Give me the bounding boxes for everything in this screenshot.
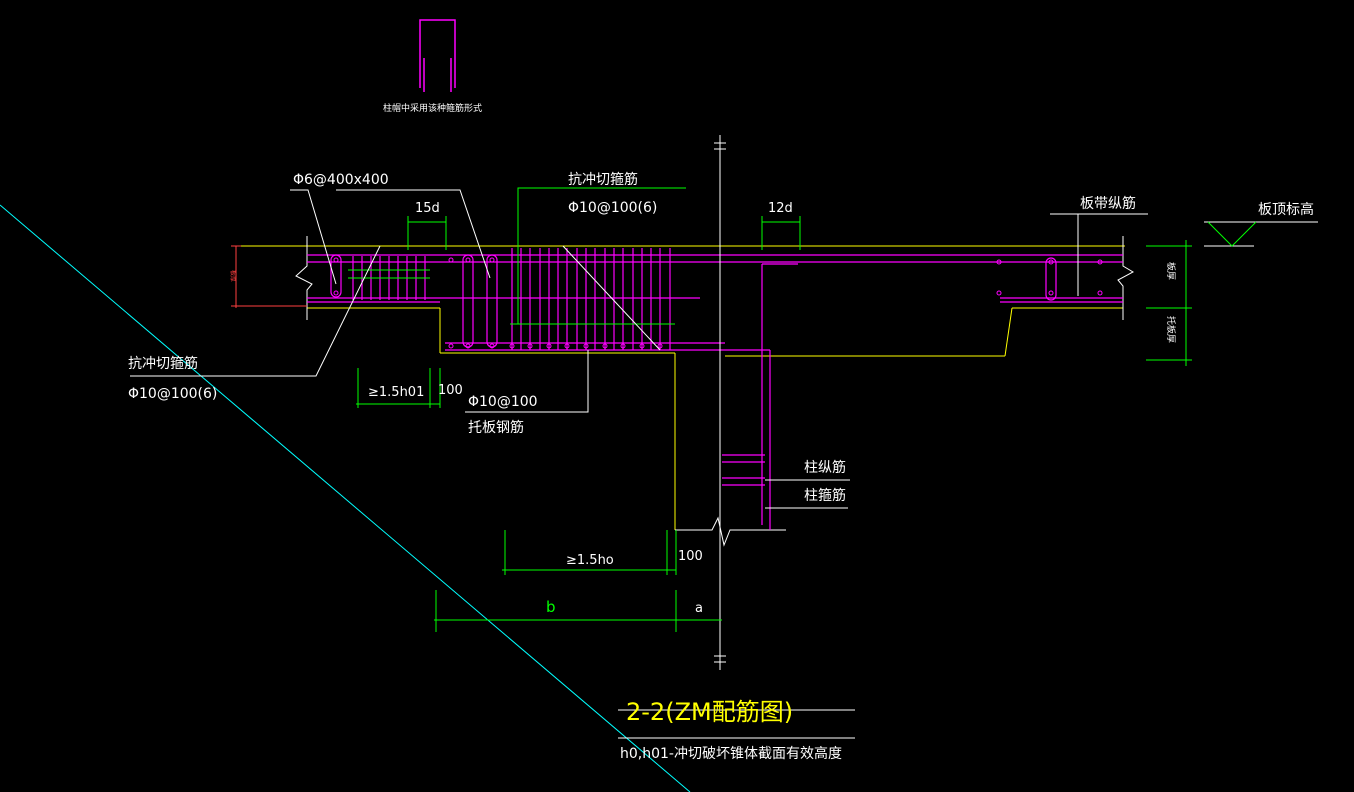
stirrup-form-icon bbox=[419, 19, 456, 92]
slab-thickness-label: 板厚 bbox=[1165, 262, 1177, 280]
dim-15ho-label: ≥1.5ho bbox=[566, 553, 614, 568]
center-line bbox=[714, 135, 726, 670]
top-note-label: 柱帽中采用该种箍筋形式 bbox=[383, 102, 482, 114]
drop-bar-spec-label: Φ10@100 bbox=[468, 394, 538, 410]
drop-bar-name-label: 托板钢筋 bbox=[468, 419, 524, 436]
diagonal-reference-line bbox=[0, 204, 691, 792]
left-break-line-icon bbox=[295, 236, 313, 320]
stirrup-ticks bbox=[348, 269, 675, 325]
col-long-bar-label: 柱纵筋 bbox=[804, 459, 846, 476]
drawing-title: 2-2(ZM配筋图) bbox=[626, 698, 793, 726]
drawing-subtitle: h0,h01-冲切破坏锥体截面有效高度 bbox=[620, 745, 842, 762]
left-small-dim-label: 板厚 bbox=[229, 270, 237, 282]
concrete-outline bbox=[234, 245, 1125, 530]
slab-top-elev-label: 板顶标高 bbox=[1258, 201, 1314, 218]
dim-12d-label: 12d bbox=[768, 201, 793, 216]
triangle-elevation-icon bbox=[1207, 221, 1257, 247]
col-stirrup-label: 柱箍筋 bbox=[804, 487, 846, 504]
stirrup-left-label: Φ6@400x400 bbox=[293, 172, 389, 188]
punch-top-spec: Φ10@100(6) bbox=[568, 200, 657, 216]
dim-100-top-label: 100 bbox=[438, 383, 463, 398]
punch-left-spec: Φ10@100(6) bbox=[128, 386, 217, 402]
dim-15d-label: 15d bbox=[415, 201, 440, 216]
dim-b-label: b bbox=[546, 598, 556, 616]
right-break-line-icon bbox=[1117, 236, 1135, 320]
rebar-layout bbox=[307, 248, 1123, 530]
dim-15h01-label: ≥1.5h01 bbox=[368, 385, 424, 400]
leader-lines bbox=[130, 189, 1318, 739]
slab-band-bar-label: 板带纵筋 bbox=[1080, 195, 1136, 212]
dimension-lines bbox=[356, 187, 1257, 632]
dim-100-bottom-label: 100 bbox=[678, 549, 703, 564]
dim-a-label: a bbox=[695, 601, 703, 616]
rebar-dots bbox=[333, 257, 1103, 349]
drop-thickness-label: 托板厚 bbox=[1165, 316, 1177, 343]
punch-left-title: 抗冲切箍筋 bbox=[128, 355, 198, 372]
column-break-line-icon bbox=[675, 516, 786, 547]
punch-top-title: 抗冲切箍筋 bbox=[568, 171, 638, 188]
